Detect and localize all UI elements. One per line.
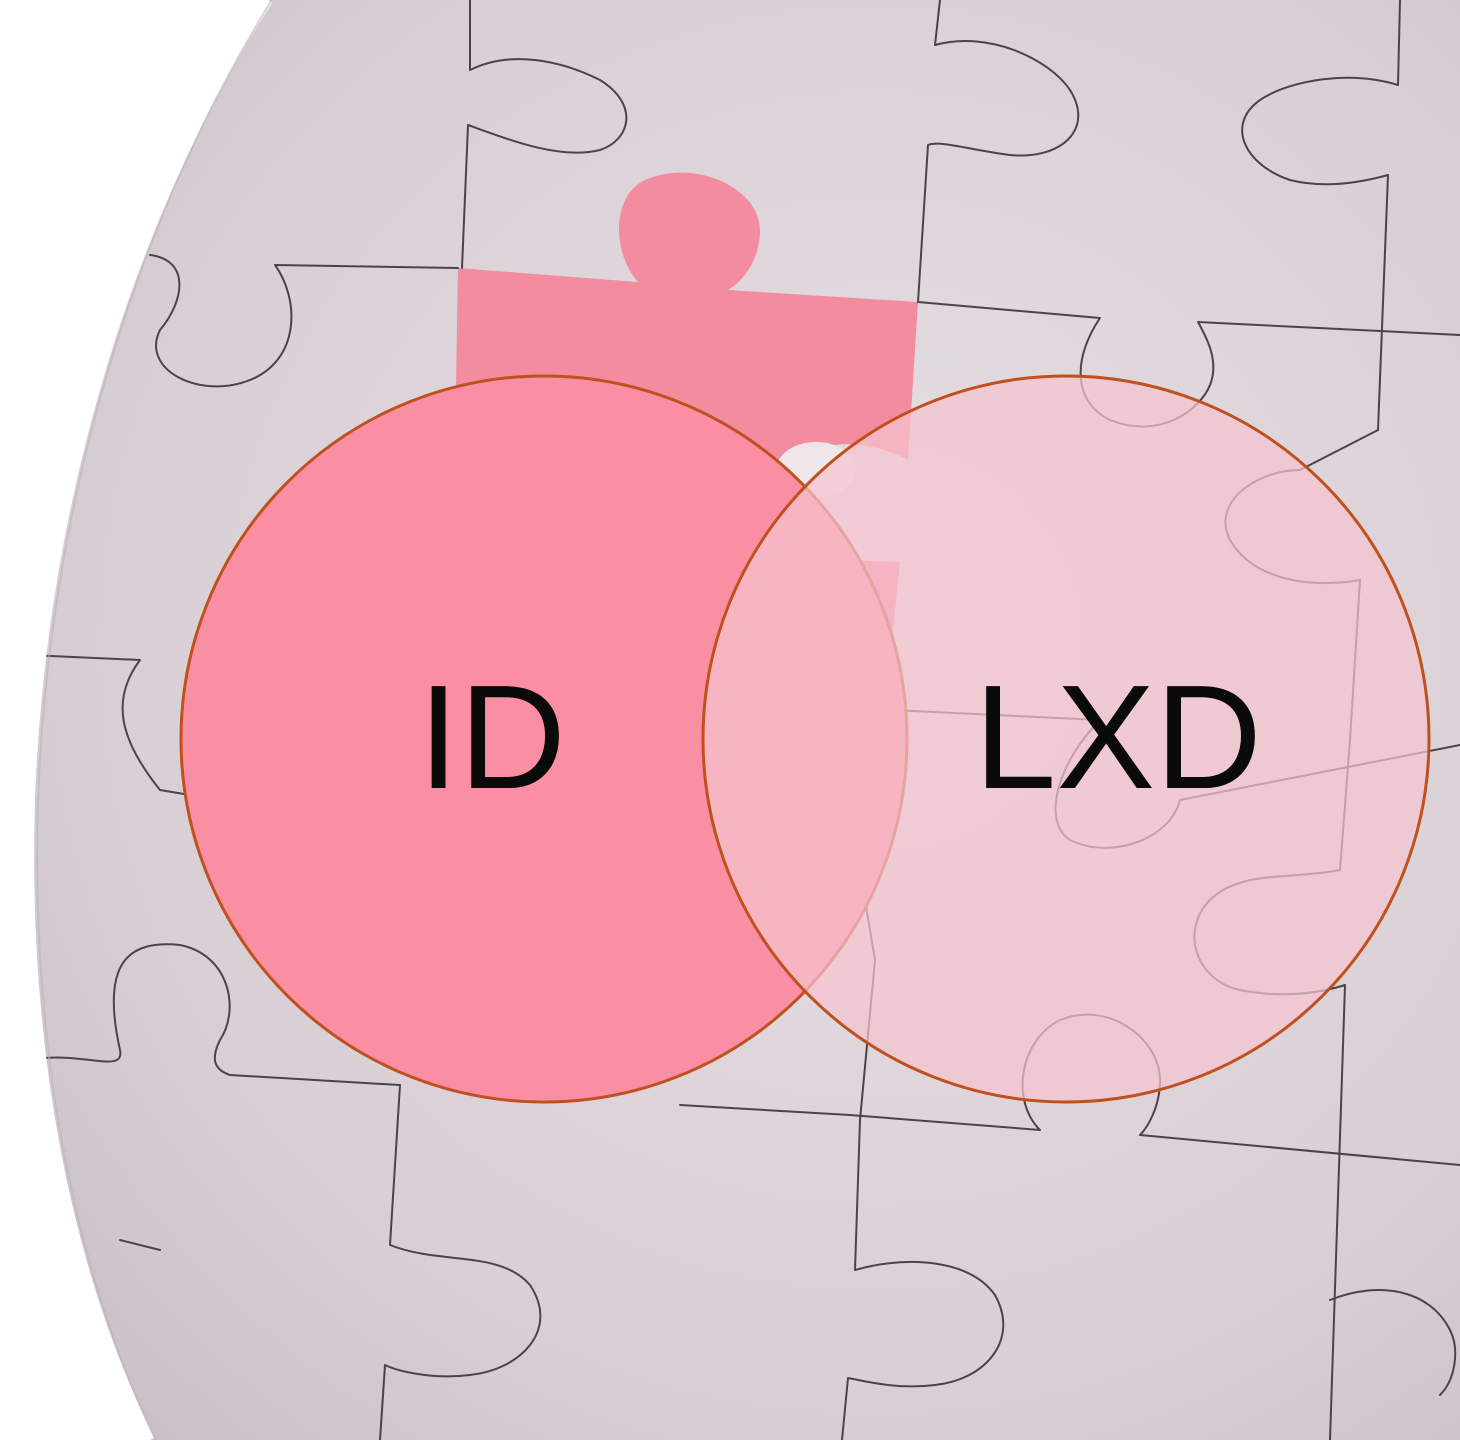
venn-circle-lxd	[701, 374, 1431, 1104]
photo-edge-stroke	[24, 0, 273, 1440]
venn-label-id: ID	[418, 655, 566, 820]
venn-label-lxd: LXD	[974, 655, 1262, 820]
photo-edge-shadow	[36, 0, 274, 1440]
